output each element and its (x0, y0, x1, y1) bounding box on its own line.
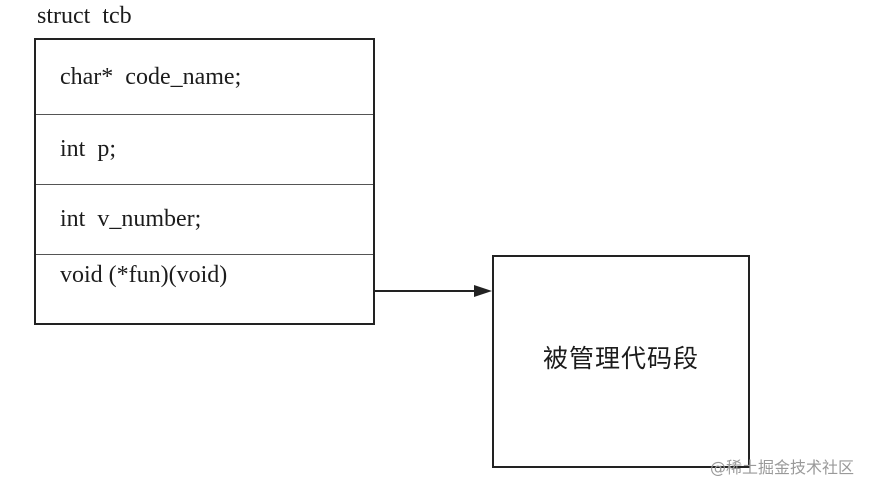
managed-code-segment-box: 被管理代码段 (492, 255, 750, 468)
field-fun-pointer: void (*fun)(void) (60, 261, 228, 288)
arrow-head (474, 285, 492, 297)
field-code-name: char* code_name; (36, 40, 373, 115)
managed-code-segment-label: 被管理代码段 (542, 343, 699, 373)
watermark: @稀土掘金技术社区 (709, 458, 854, 477)
struct-title: struct tcb (37, 3, 132, 29)
field-p: int p; (36, 115, 373, 185)
field-v-number: int v_number; (36, 185, 373, 255)
tcb-struct-box: char* code_name; int p; int v_number; vo… (34, 38, 375, 325)
